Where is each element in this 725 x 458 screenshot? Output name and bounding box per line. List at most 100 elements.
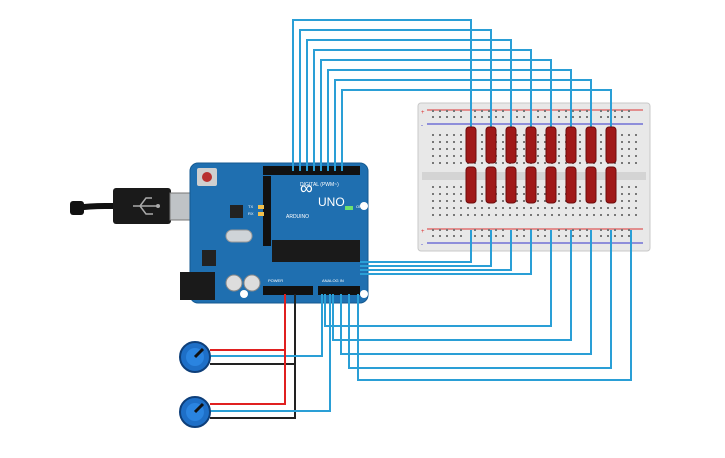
led-bottom[interactable] — [565, 166, 577, 204]
led-bottom[interactable] — [605, 166, 617, 204]
breadboard-hole — [607, 207, 609, 209]
reset-button-cap[interactable] — [202, 172, 212, 182]
led-top[interactable] — [465, 126, 477, 164]
rail-hole — [537, 235, 539, 237]
breadboard-hole — [600, 186, 602, 188]
rail-hole — [537, 110, 539, 112]
rail-hole — [621, 116, 623, 118]
breadboard-hole — [523, 200, 525, 202]
breadboard-hole — [635, 200, 637, 202]
wire-led-return — [324, 230, 552, 327]
potentiometer-1[interactable] — [179, 341, 211, 373]
breadboard-hole — [446, 134, 448, 136]
rail-hole — [579, 110, 581, 112]
breadboard-hole — [523, 134, 525, 136]
breadboard-hole — [516, 141, 518, 143]
rail-hole — [558, 229, 560, 231]
capacitor — [243, 274, 261, 292]
rail-hole — [460, 229, 462, 231]
breadboard-hole — [579, 148, 581, 150]
breadboard-hole — [537, 148, 539, 150]
led-top[interactable] — [585, 126, 597, 164]
breadboard-hole — [621, 141, 623, 143]
breadboard-hole — [439, 193, 441, 195]
led-bottom[interactable] — [545, 166, 557, 204]
breadboard-hole — [481, 155, 483, 157]
breadboard-hole — [460, 141, 462, 143]
rail-hole — [614, 229, 616, 231]
arduino-uno-board[interactable]: ∞ UNO ARDUINO DIGITAL (PWM~) POWER ANALO… — [180, 162, 369, 304]
rail-hole — [565, 235, 567, 237]
breadboard-hole — [453, 207, 455, 209]
rail-hole — [628, 110, 630, 112]
breadboard-hole — [544, 162, 546, 164]
rail-hole — [614, 116, 616, 118]
rail-hole — [495, 229, 497, 231]
wire-digital — [341, 89, 612, 171]
breadboard-hole — [460, 162, 462, 164]
breadboard-hole — [635, 141, 637, 143]
breadboard-hole — [453, 200, 455, 202]
potentiometer-2[interactable] — [179, 396, 211, 428]
breadboard-hole — [551, 214, 553, 216]
breadboard-hole — [481, 148, 483, 150]
led-bottom[interactable] — [505, 166, 517, 204]
breadboard-hole — [432, 148, 434, 150]
digital-header[interactable] — [263, 166, 360, 175]
knob-indicator — [193, 402, 205, 414]
led-top[interactable] — [525, 126, 537, 164]
led-top[interactable] — [545, 126, 557, 164]
mount-hole — [360, 290, 368, 298]
rail-hole — [516, 110, 518, 112]
breadboard-hole — [432, 162, 434, 164]
breadboard-hole — [432, 193, 434, 195]
rail-hole — [453, 110, 455, 112]
board-model: UNO — [318, 195, 345, 209]
breadboard-hole — [544, 207, 546, 209]
rx-led — [258, 212, 264, 216]
breadboard-hole — [502, 193, 504, 195]
led-bottom[interactable] — [585, 166, 597, 204]
led-top[interactable] — [505, 126, 517, 164]
breadboard-hole — [544, 134, 546, 136]
breadboard-hole — [439, 200, 441, 202]
breadboard-hole — [558, 186, 560, 188]
rail-hole — [502, 110, 504, 112]
rail-hole — [488, 116, 490, 118]
breadboard-hole — [537, 214, 539, 216]
rail-hole — [628, 116, 630, 118]
usb-icon — [133, 197, 160, 215]
led-top[interactable] — [565, 126, 577, 164]
breadboard-hole — [460, 207, 462, 209]
breadboard-hole — [453, 148, 455, 150]
breadboard-hole — [600, 148, 602, 150]
power-header[interactable] — [263, 286, 313, 295]
breadboard-hole — [453, 214, 455, 216]
breadboard-hole — [537, 134, 539, 136]
breadboard-hole — [600, 134, 602, 136]
breadboard-hole — [558, 207, 560, 209]
arduino-logo: ∞ — [300, 178, 313, 198]
breadboard-hole — [558, 148, 560, 150]
led-bottom[interactable] — [485, 166, 497, 204]
power-jack[interactable] — [180, 272, 215, 300]
breadboard-hole — [628, 148, 630, 150]
usb-cable[interactable] — [70, 188, 193, 224]
wire-digital — [320, 59, 552, 171]
led-bottom[interactable] — [465, 166, 477, 204]
breadboard-hole — [460, 134, 462, 136]
breadboard-hole — [502, 155, 504, 157]
led-top[interactable] — [605, 126, 617, 164]
led-bottom[interactable] — [525, 166, 537, 204]
breadboard-hole — [481, 193, 483, 195]
rail-hole — [607, 110, 609, 112]
wire-led-return — [332, 230, 572, 341]
breadboard-hole — [453, 186, 455, 188]
rail-hole — [474, 110, 476, 112]
breadboard-hole — [537, 162, 539, 164]
led-top[interactable] — [485, 126, 497, 164]
usb-chip — [230, 205, 243, 218]
board-brand: ARDUINO — [286, 214, 309, 220]
analog-header[interactable] — [318, 286, 360, 295]
breadboard-hole — [516, 148, 518, 150]
